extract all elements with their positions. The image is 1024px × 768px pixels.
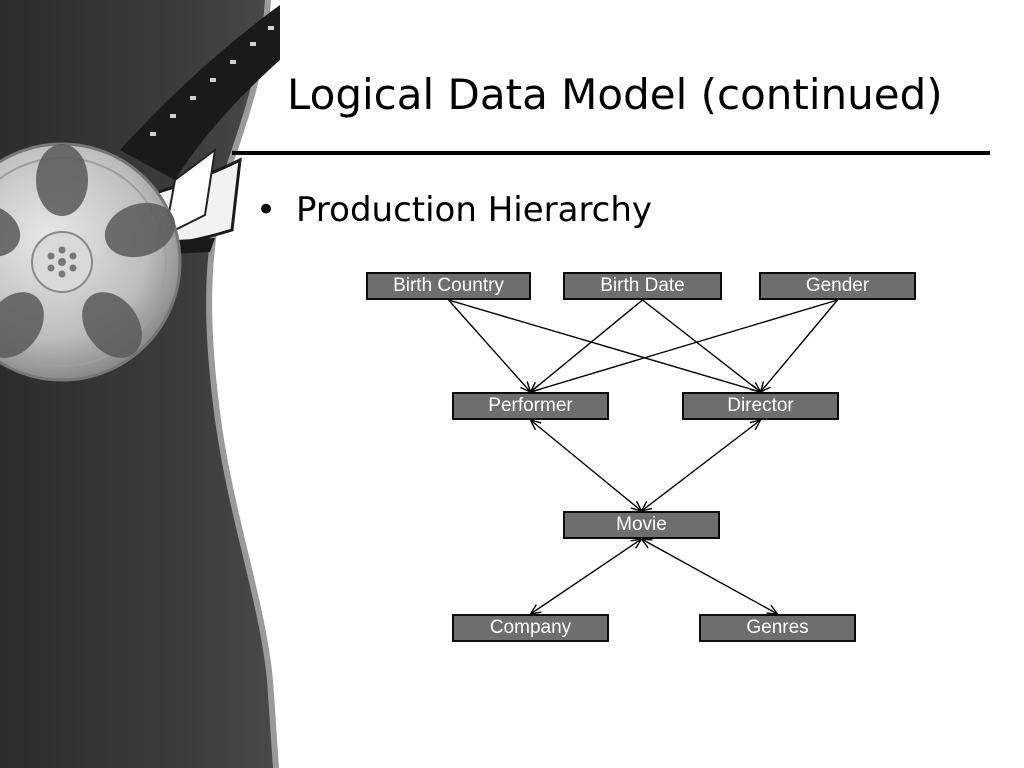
slide-title: Logical Data Model (continued) — [287, 70, 943, 119]
arrowhead-movie-genres — [766, 604, 780, 615]
node-performer: Performer — [452, 392, 609, 420]
edge-birth_country-director — [448, 299, 761, 393]
film-reel-decoration — [0, 0, 280, 768]
arrowhead-birth_date-performer — [529, 381, 542, 394]
node-gender: Gender — [759, 272, 916, 300]
arrowhead-movie-performer — [529, 418, 542, 431]
left-dark-panel — [0, 0, 276, 768]
edge-movie-genres — [641, 538, 778, 615]
bullet-symbol: • — [256, 190, 277, 230]
arrowhead-movie-director — [749, 418, 762, 430]
edge-movie-company — [530, 538, 642, 615]
film-reel — [0, 142, 182, 382]
edge-birth_date-performer — [530, 299, 643, 393]
edge-director-movie — [641, 419, 761, 512]
bullet-text: Production Hierarchy — [296, 190, 653, 230]
panel-edge-highlight — [206, 0, 279, 768]
arrowhead-director-movie — [640, 501, 653, 513]
edge-birth_country-performer — [447, 299, 532, 393]
node-birth-date: Birth Date — [563, 272, 722, 300]
arrowhead-movie-company — [529, 604, 542, 615]
arrowhead-birth_country-performer — [520, 381, 532, 394]
edge-birth_date-director — [642, 299, 761, 393]
edge-performer-movie — [530, 419, 642, 512]
title-divider — [232, 151, 990, 155]
arrowhead-gender-director — [759, 381, 771, 394]
node-company: Company — [452, 614, 609, 642]
node-movie: Movie — [563, 511, 720, 539]
arrowhead-company-movie — [630, 538, 643, 549]
arrowhead-performer-movie — [630, 500, 643, 513]
node-genres: Genres — [699, 614, 856, 642]
bullet-item: • Production Hierarchy — [256, 190, 652, 230]
node-director: Director — [682, 392, 839, 420]
arrowhead-genres-movie — [639, 538, 653, 549]
arrowhead-birth_date-director — [749, 381, 762, 394]
edge-gender-director — [759, 299, 839, 393]
edge-gender-performer — [530, 299, 838, 393]
node-birth-country: Birth Country — [366, 272, 531, 300]
